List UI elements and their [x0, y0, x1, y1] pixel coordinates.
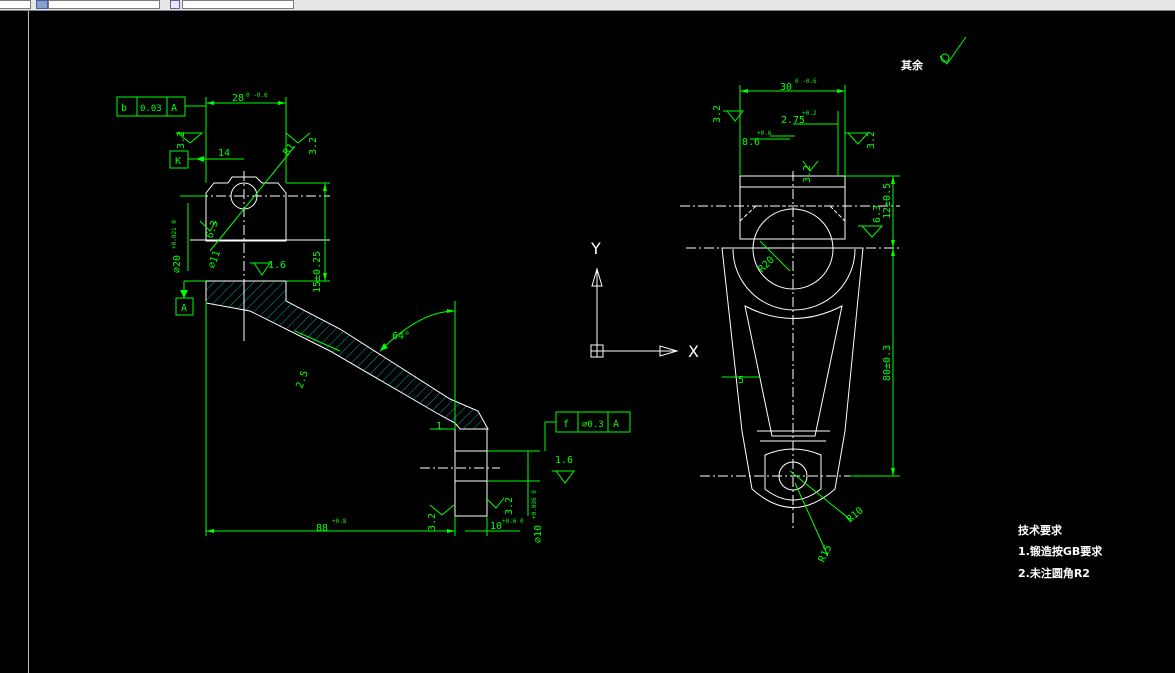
rough-1-6-a: 1.6: [268, 260, 286, 271]
roughness-remaining-label: 其余: [901, 58, 924, 72]
left-view-dimensions: [116, 96, 631, 536]
ucs-x-label: X: [688, 342, 699, 361]
ucs-icon: Y X: [590, 239, 699, 361]
tech-req-item-1: 1.锻造按GB要求: [1018, 544, 1103, 558]
fcf-top-datum: A: [171, 103, 177, 114]
left-boss-outline: [205, 176, 287, 242]
fcf-top-symbol: b: [121, 103, 127, 114]
ucs-y-label: Y: [590, 239, 601, 258]
toolbar-field-left[interactable]: [0, 0, 31, 9]
tech-requirements: 技术要求 1.锻造按GB要求 2.未注圆角R2: [1018, 523, 1103, 580]
right-dim-top-30-tol: 0 -0.6: [795, 78, 817, 85]
toolbar-color-dropdown[interactable]: [182, 0, 294, 9]
right-dim-8-6: 8.6: [742, 137, 760, 148]
dim-14: 14: [218, 148, 230, 159]
right-dim-80: 80±0.3: [882, 345, 893, 381]
rough-3-2-c: 3.2: [427, 513, 438, 531]
right-arrowheads: [740, 89, 895, 476]
dim-top-28: 28: [232, 93, 244, 104]
right-r10: R10: [845, 505, 866, 525]
rough-6-3-left: 6.3: [204, 219, 221, 240]
dim-bore-20-tol: +0.021 0: [171, 220, 178, 249]
right-rough-3-2-b: 3.2: [866, 131, 877, 149]
fcf-bottom-value: ⌀0.3: [582, 420, 604, 430]
rough-3-2-d: 3.2: [504, 497, 515, 515]
fcf-top-value: 0.03: [140, 104, 162, 114]
dim-1: 1: [436, 421, 442, 432]
right-dim-top-30: 30: [780, 82, 792, 93]
right-view: 30 0 -0.6 2.75 +0.2 8.6 +0.6 5 3.2 3.2 3…: [680, 36, 967, 564]
dim-10: 10: [490, 521, 502, 532]
rough-3-2-a: 3.2: [176, 131, 187, 149]
top-toolbar: [0, 0, 1175, 11]
datum-k-label: K: [175, 156, 181, 167]
right-dim-2-75-tol: +0.2: [802, 110, 817, 117]
right-rough-6-3: 6.3: [872, 205, 883, 223]
toolbar-layer-dropdown[interactable]: [48, 0, 160, 9]
fcf-bottom-symbol: f: [563, 419, 569, 430]
right-rough-3-2-a: 3.2: [712, 105, 723, 123]
dim-d10: ⌀10: [533, 525, 544, 543]
right-rough-3-2-c: 3.2: [802, 165, 813, 183]
dim-d10-tol: +0.036 0: [531, 490, 538, 519]
rough-3-2-b: 3.2: [308, 137, 319, 155]
dim-top-28-tol: 0 -0.6: [246, 92, 268, 99]
dim-88: 88: [316, 523, 328, 534]
right-r15: R15: [817, 543, 835, 564]
angle-64: 64°: [392, 331, 410, 342]
right-view-geometry: [680, 171, 900, 531]
dim-bore-20: ⌀20: [172, 255, 183, 273]
layer-icon[interactable]: [36, 0, 48, 9]
right-dim-8-6-tol: +0.6: [757, 130, 772, 137]
dim-10-tol: +0.6 0: [502, 518, 524, 525]
left-arrowheads: [180, 101, 455, 533]
phi-small-left: ⌀11: [206, 249, 223, 270]
r-label-left: R1: [281, 142, 297, 158]
dim-15: 15±0.25: [312, 251, 323, 293]
right-view-dimensions: [722, 36, 967, 557]
left-lower-boss: [454, 429, 488, 517]
dim-88-tol: +0.8: [332, 518, 347, 525]
rough-1-6-b: 1.6: [555, 455, 573, 466]
right-r-big: R20: [756, 255, 777, 276]
cad-drawing-canvas[interactable]: b 0.03 A K A 28 0 -0.6 14 1.6 1.6 f ⌀0.3…: [0, 11, 1175, 673]
tech-req-title: 技术要求: [1018, 523, 1063, 537]
fcf-bottom-datum: A: [613, 419, 619, 430]
right-dim-5: 5: [738, 375, 744, 386]
left-view: b 0.03 A K A 28 0 -0.6 14 1.6 1.6 f ⌀0.3…: [116, 92, 631, 543]
left-hatched-arm: [205, 280, 489, 430]
right-dim-12: 12±0.5: [882, 183, 893, 219]
tech-req-item-2: 2.未注圆角R2: [1018, 566, 1090, 580]
right-dim-2-75: 2.75: [781, 115, 805, 126]
left-panel-strip: [0, 11, 29, 673]
properties-icon[interactable]: [170, 0, 180, 9]
rib-dim-left: 2.5: [294, 369, 311, 390]
datum-a-label: A: [181, 303, 187, 314]
